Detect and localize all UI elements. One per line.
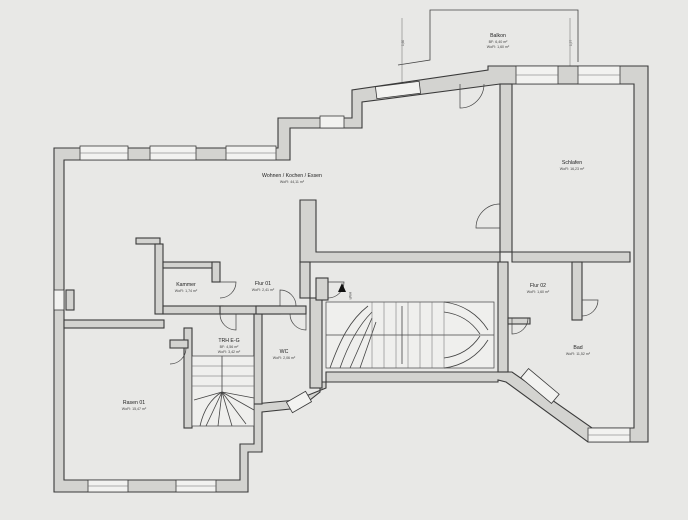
doors	[169, 83, 599, 365]
room-balkon-area1: BF: 6,40 m²	[489, 40, 509, 44]
room-wc-name: WC	[280, 349, 289, 355]
room-kammer-area: WoFl: 1,74 m²	[175, 289, 198, 293]
room-trh-name: TRH E-G	[218, 338, 239, 344]
room-flur01-name: Flur 01	[255, 281, 271, 287]
hwr-label: HWR	[348, 292, 352, 300]
room-schlafen-name: Schlafen	[562, 160, 582, 166]
room-wohnen-name: Wohnen / Kochen / Essen	[262, 173, 322, 179]
room-wc-area: WoFl: 2,06 m²	[273, 356, 296, 360]
room-trh-area1: BF: 4,56 m²	[220, 345, 240, 349]
room-bad-name: Bad	[573, 345, 582, 351]
staircase-main	[325, 301, 495, 369]
balcony-outline	[397, 9, 579, 92]
room-flur02-name: Flur 02	[530, 283, 546, 289]
room-bad-area: WoFl: 11,52 m²	[566, 352, 591, 356]
staircase-small	[191, 355, 255, 427]
dimension-right: 1,57	[569, 40, 573, 46]
interior-walls	[63, 83, 631, 429]
dimension-left: 1,60	[401, 40, 405, 46]
room-trh-area2: WoFl: 3,42 m²	[218, 350, 241, 354]
room-rasen-name: Rasen 01	[123, 400, 145, 406]
room-kammer-name: Kammer	[176, 282, 196, 288]
room-balkon-area2: WoFl: 1,60 m²	[487, 45, 510, 49]
room-balkon-name: Balkon	[490, 33, 506, 39]
hwr-marker	[338, 283, 346, 292]
room-rasen-area: WoFl: 15,47 m²	[122, 407, 147, 411]
room-wohnen-area: WoFl: 44,11 m²	[280, 180, 305, 184]
room-flur01-area: WoFl: 2,41 m²	[252, 288, 275, 292]
windows	[53, 65, 631, 493]
room-schlafen-area: WoFl: 16,23 m²	[560, 167, 585, 171]
room-flur02-area: WoFl: 1,60 m²	[527, 290, 550, 294]
